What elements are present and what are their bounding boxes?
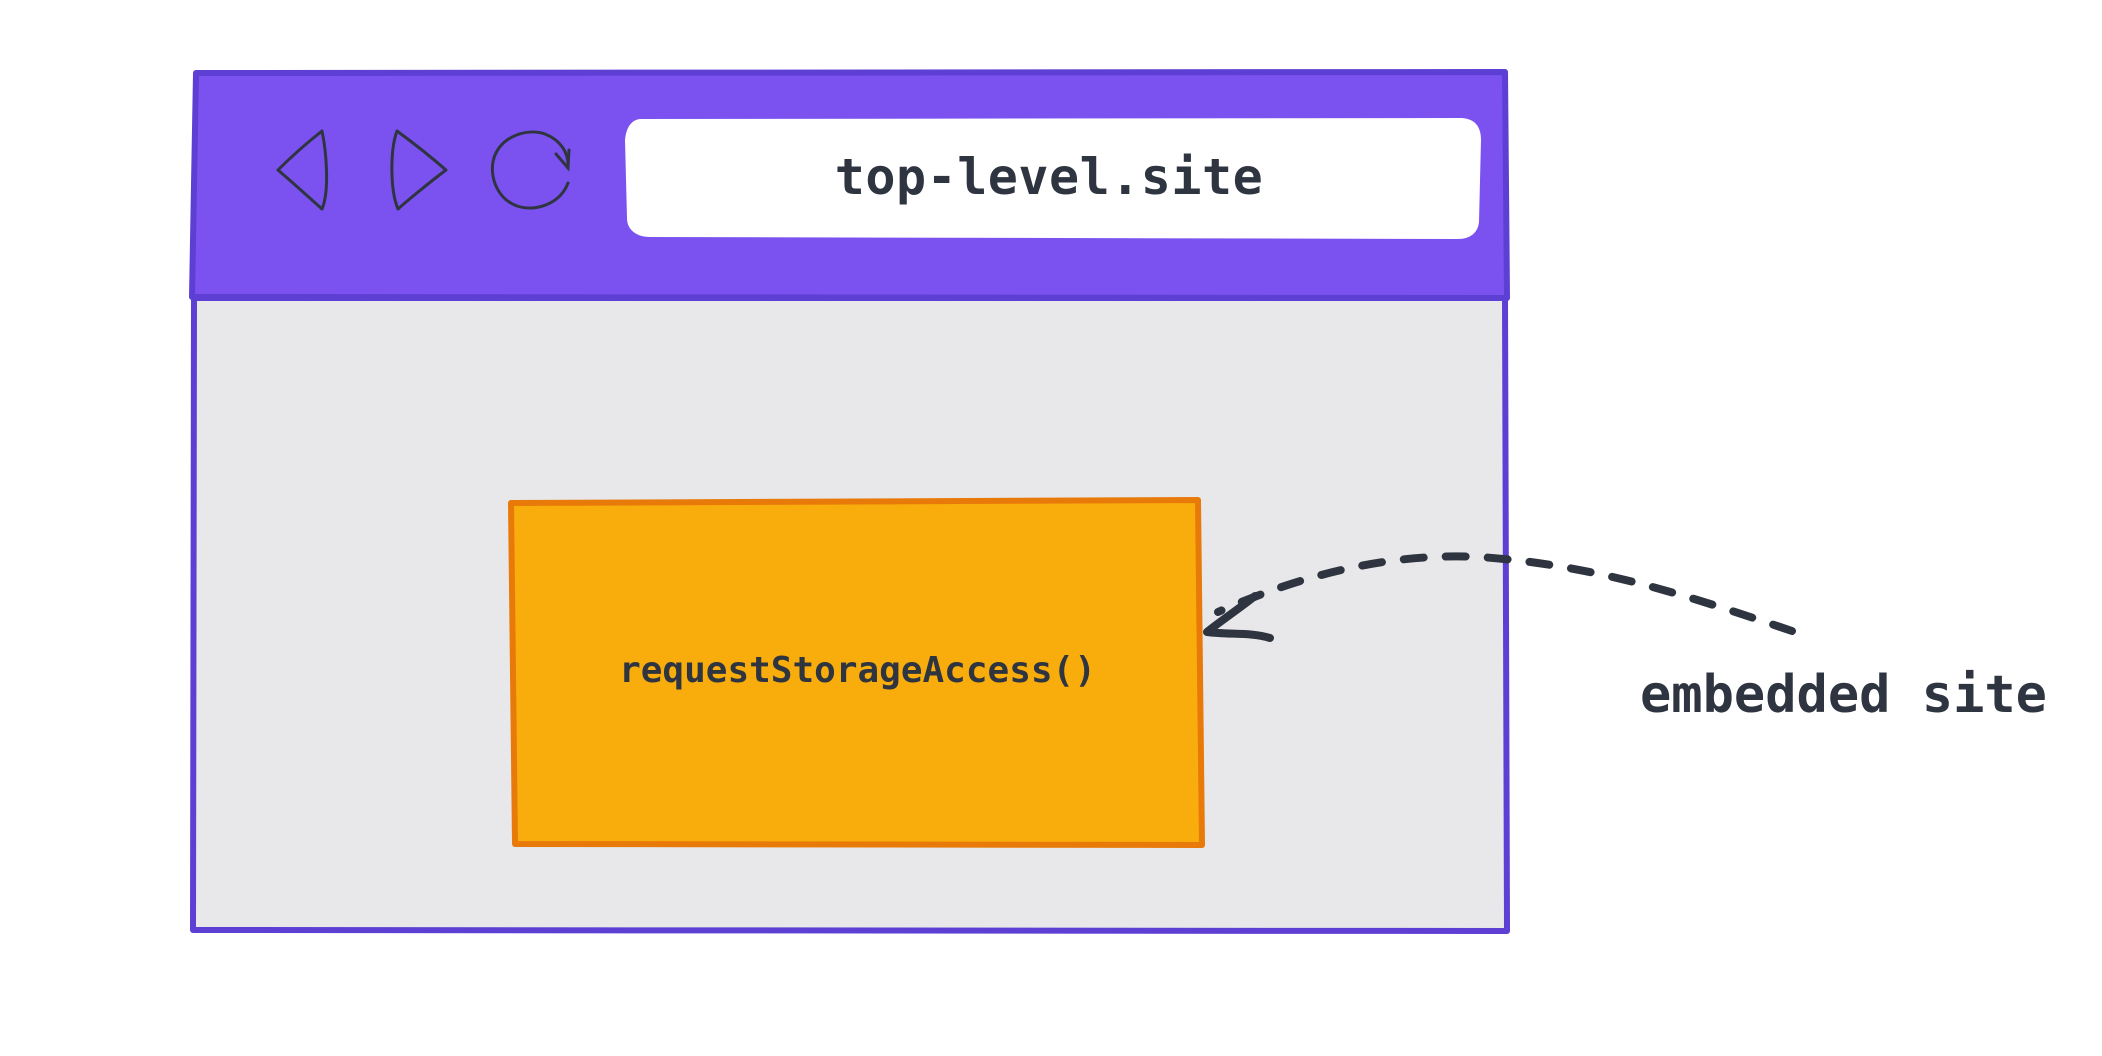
iframe-label: requestStorageAccess() [619, 649, 1096, 691]
url-bar-background[interactable] [624, 117, 1482, 240]
back-arrow-icon[interactable] [276, 129, 329, 211]
url-text: top-level.site [834, 148, 1264, 206]
forward-arrow-icon[interactable] [390, 129, 448, 211]
embedded-iframe-box [508, 497, 1205, 848]
embedded-site-label: embedded site [1640, 665, 2047, 725]
annotation-connector-line [1214, 552, 1796, 635]
reload-icon[interactable] [490, 130, 571, 210]
annotation-arrowhead [1203, 592, 1274, 642]
